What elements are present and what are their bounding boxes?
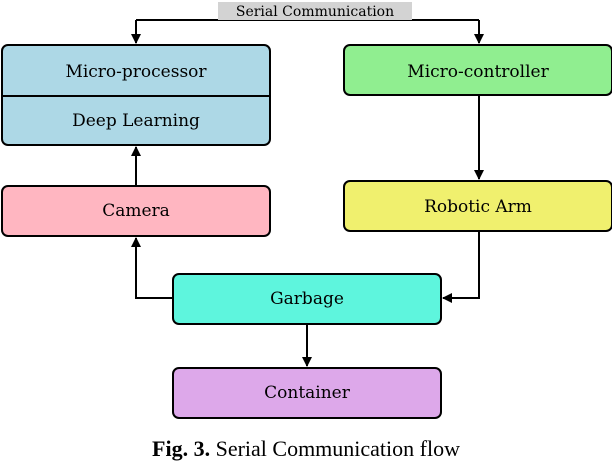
microcontroller-label: Micro-controller	[407, 62, 549, 82]
bus-label-background	[218, 2, 412, 20]
camera-node: Camera	[1, 185, 271, 237]
deep-learning-label: Deep Learning	[72, 111, 200, 131]
figure-caption: Fig. 3. Serial Communication flow	[0, 436, 612, 462]
garbage-node: Garbage	[172, 273, 442, 325]
arrow-garbage-to-camera	[131, 237, 173, 299]
garbage-label: Garbage	[270, 289, 344, 309]
flow-diagram: Serial Communication Micro-processor Dee…	[1, 2, 612, 419]
container-label: Container	[264, 383, 351, 403]
container-node: Container	[172, 367, 442, 419]
camera-label: Camera	[102, 201, 170, 221]
figure-number: Fig. 3.	[152, 436, 211, 461]
microcontroller-node: Micro-controller	[343, 44, 612, 96]
robotic-arm-node: Robotic Arm	[343, 180, 612, 232]
arrow-robotic-arm-to-garbage	[442, 232, 480, 303]
microprocessor-node: Micro-processor Deep Learning	[1, 44, 271, 146]
figure-caption-text: Serial Communication flow	[215, 436, 460, 461]
serial-communication-bus: Serial Communication	[131, 2, 484, 44]
microprocessor-label: Micro-processor	[65, 62, 207, 82]
robotic-arm-label: Robotic Arm	[424, 197, 532, 217]
bus-label: Serial Communication	[236, 4, 394, 20]
